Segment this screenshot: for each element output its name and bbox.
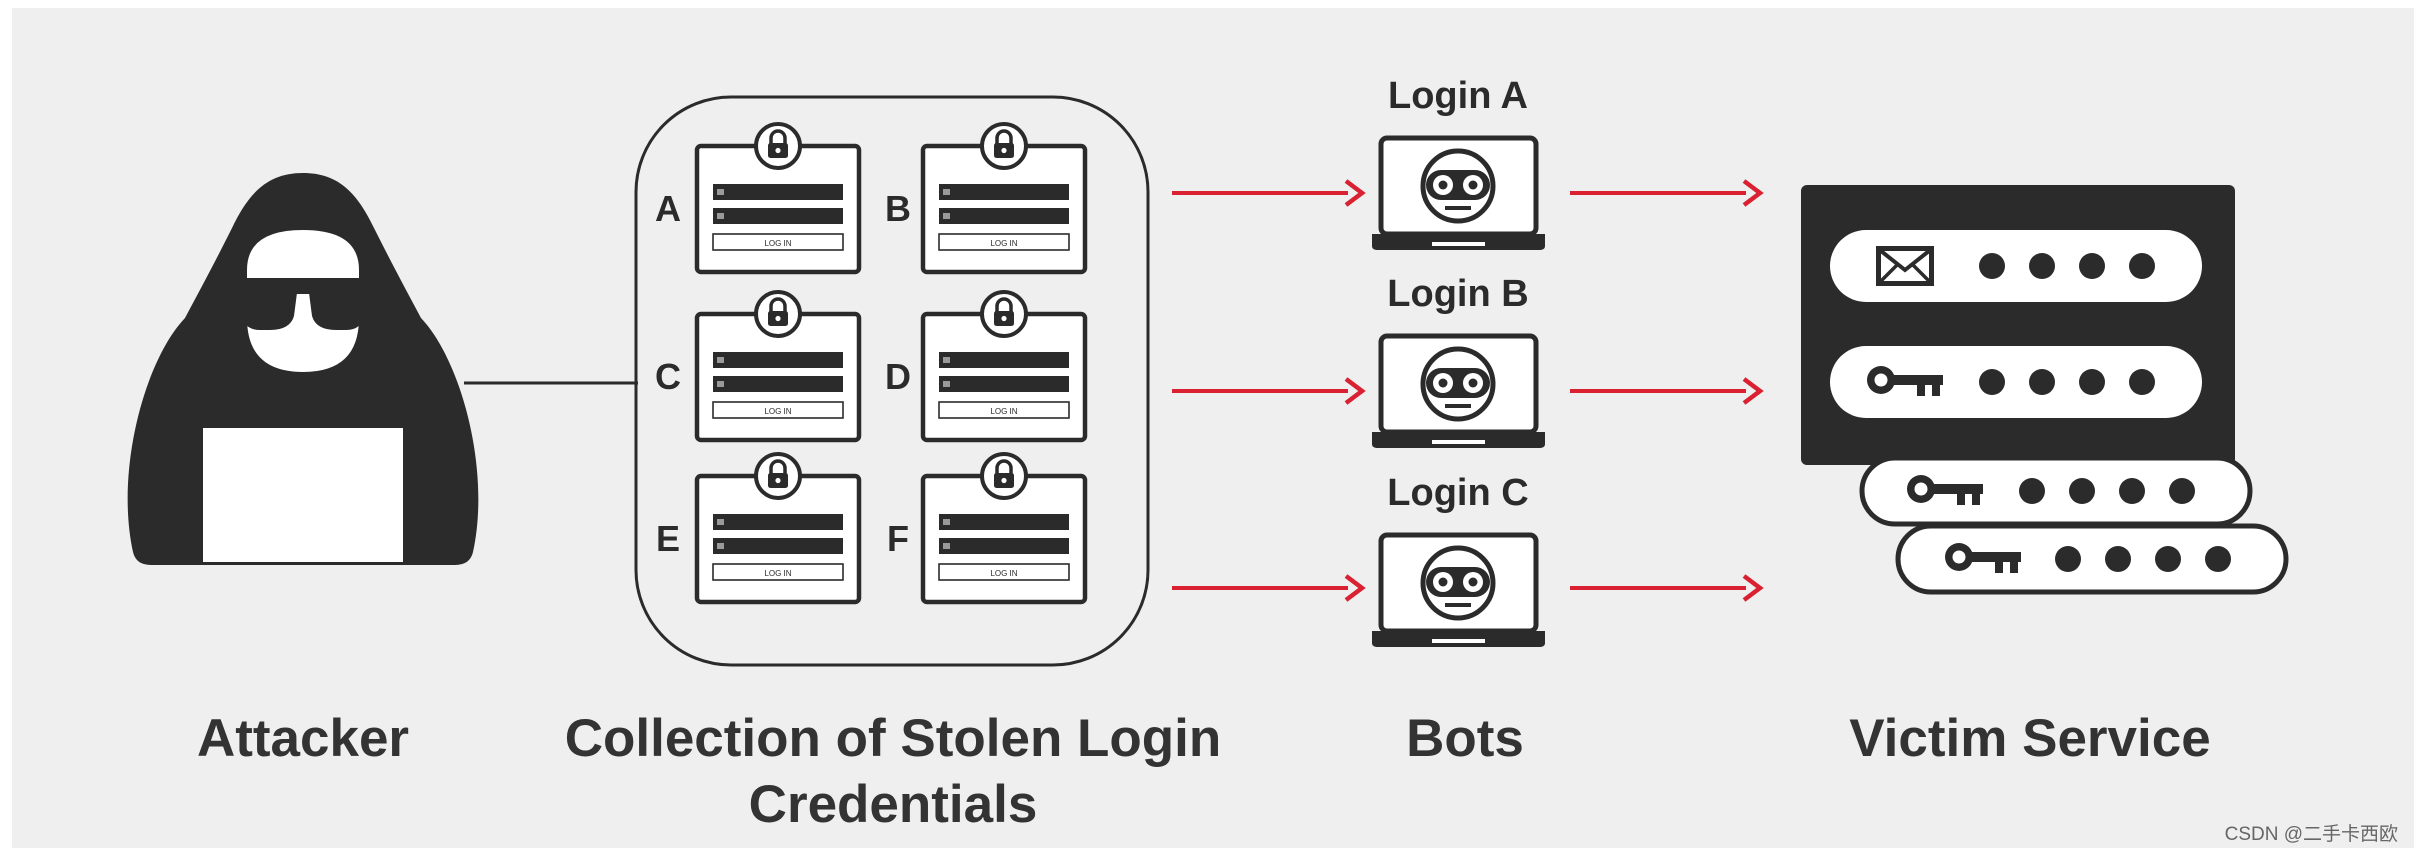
card-login-button-label: LOG IN [764,407,791,416]
card-login-button-label: LOG IN [990,407,1017,416]
envelope-icon [1874,244,1936,288]
password-dot [1979,253,2005,279]
credential-row [1830,230,2202,302]
bot-1: Login A [1372,75,1545,250]
card-login-button-label: LOG IN [990,239,1017,248]
attacker-icon [127,173,479,565]
credential-row [1895,523,2289,595]
flow-arrow [1570,574,1764,602]
collection-label: Collection of Stolen Login Credentials [520,706,1266,838]
password-dot [2155,546,2181,572]
flow-arrow [1172,574,1366,602]
password-dot [2129,369,2155,395]
watermark: CSDN @二手卡西欧 [2224,824,2398,845]
password-dot [2055,546,2081,572]
flow-arrow [1570,179,1764,207]
password-dot [2019,478,2045,504]
attacker-label: Attacker [196,709,410,768]
card-letter: E [656,518,680,559]
card-login-button-label: LOG IN [990,569,1017,578]
credential-card-c: LOG IN [697,292,859,440]
card-letter: C [655,356,681,397]
password-dot [2105,546,2131,572]
password-dot [2079,253,2105,279]
card-letter: F [887,518,909,559]
credential-card-b: LOG IN [923,124,1085,272]
flow-arrow [1570,377,1764,405]
credential-card-a: LOG IN [697,124,859,272]
card-letter: D [885,356,911,397]
card-letter: B [885,188,911,229]
flow-arrow [1172,179,1366,207]
bots-label: Bots [1406,709,1524,768]
collection-label-line2: Credentials [748,775,1038,834]
bot-3: Login C [1372,472,1545,647]
password-dot [2069,478,2095,504]
robot-laptop-icon [1372,138,1545,250]
password-dot [2029,253,2055,279]
credential-card-d: LOG IN [923,292,1085,440]
victim-service-label: Victim Service [1849,709,2211,768]
bot-2: Login B [1372,273,1545,448]
credential-row [1830,346,2202,418]
collection-label-line1: Collection of Stolen Login [564,709,1222,768]
credential-row [1859,455,2253,527]
password-dot [2079,369,2105,395]
victim-service-icon [1801,185,2289,595]
password-dot [2129,253,2155,279]
robot-laptop-icon [1372,336,1545,448]
card-login-button-label: LOG IN [764,239,791,248]
bot-login-label: Login A [1388,75,1528,117]
bot-login-label: Login C [1387,472,1528,514]
credential-card-e: LOG IN [697,454,859,602]
card-letter: A [655,188,681,229]
bot-login-label: Login B [1387,273,1528,315]
password-dot [2205,546,2231,572]
flow-arrow [1172,377,1366,405]
password-dot [2169,478,2195,504]
password-dot [2029,369,2055,395]
robot-laptop-icon [1372,535,1545,647]
credential-card-f: LOG IN [923,454,1085,602]
password-dot [2119,478,2145,504]
password-dot [1979,369,2005,395]
credentials-container [634,95,1150,667]
card-login-button-label: LOG IN [764,569,791,578]
